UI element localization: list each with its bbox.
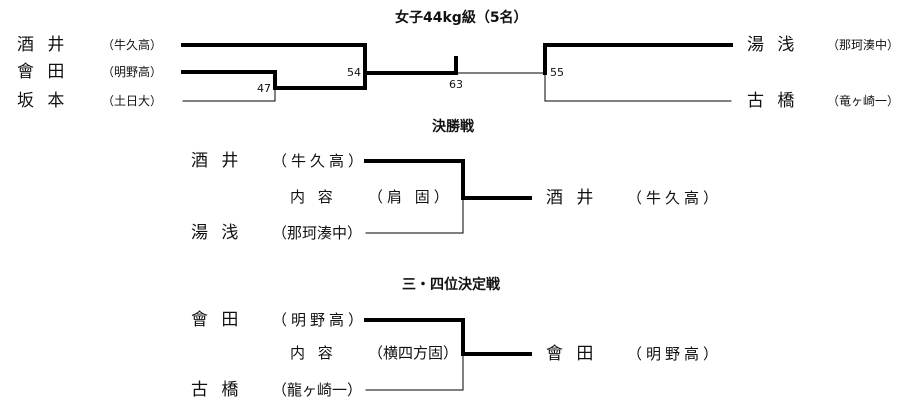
- final-player1-name: 酒 井: [191, 151, 243, 171]
- right-player-name: 湯 浅: [747, 35, 799, 55]
- match-number: 54: [347, 66, 361, 79]
- left-player-name: 會 田: [17, 62, 69, 82]
- left-player-name: 坂 本: [17, 91, 69, 111]
- right-player-name: 古 橋: [747, 91, 799, 111]
- third-player1-affiliation: （明野高）: [272, 311, 368, 329]
- third-winner-name: 會 田: [546, 344, 598, 364]
- match-number: 63: [449, 78, 463, 91]
- third-method-label: 内 容: [290, 344, 337, 362]
- third-method: （横四方固）: [368, 344, 459, 362]
- third-player1-name: 會 田: [191, 310, 243, 330]
- left-player-name: 酒 井: [17, 35, 69, 55]
- final-method-label: 内 容: [290, 188, 337, 206]
- match-number: 47: [257, 82, 271, 95]
- match-number: 55: [550, 66, 564, 79]
- right-player-affiliation: （竜ヶ崎一）: [827, 94, 900, 108]
- left-player-affiliation: （土日大）: [102, 94, 163, 108]
- third-player2-affiliation: （龍ヶ崎一）: [272, 381, 363, 399]
- final-player1-affiliation: （牛久高）: [272, 152, 368, 170]
- right-player-affiliation: （那珂湊中）: [827, 38, 900, 52]
- final-winner-name: 酒 井: [546, 188, 598, 208]
- third-title: 三・四位決定戦: [402, 277, 500, 293]
- final-player2-affiliation: （那珂湊中）: [272, 224, 363, 242]
- third-player2-name: 古 橋: [191, 380, 243, 400]
- final-method: （肩 固）: [368, 188, 453, 206]
- final-title: 決勝戦: [432, 119, 474, 135]
- third-winner-affiliation: （明野高）: [627, 345, 723, 363]
- final-winner-affiliation: （牛久高）: [627, 189, 723, 207]
- final-player2-name: 湯 浅: [191, 223, 243, 243]
- left-player-affiliation: （明野高）: [102, 65, 163, 79]
- page-title: 女子44kg級（5名）: [395, 10, 528, 26]
- left-player-affiliation: （牛久高）: [102, 38, 163, 52]
